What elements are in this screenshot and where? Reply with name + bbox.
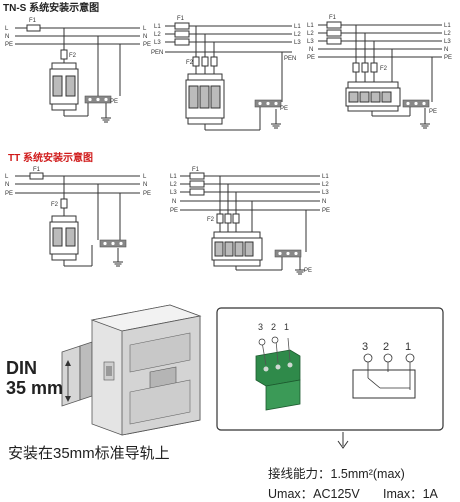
down-arrow-icon [337, 432, 349, 449]
breaker-illustration [61, 304, 202, 436]
svg-text:L3: L3 [444, 39, 451, 45]
svg-text:1: 1 [284, 322, 289, 332]
svg-text:L2: L2 [322, 182, 329, 188]
svg-text:L3: L3 [170, 190, 177, 196]
svg-text:3: 3 [362, 341, 368, 353]
svg-text:PEN: PEN [151, 50, 163, 56]
svg-text:2: 2 [383, 341, 389, 353]
svg-text:L: L [143, 174, 147, 180]
svg-text:L3: L3 [307, 39, 314, 45]
label-n: N [5, 34, 9, 40]
svg-text:N: N [322, 199, 326, 205]
svg-text:PE: PE [5, 191, 13, 197]
svg-text:1: 1 [405, 341, 411, 353]
svg-text:F2: F2 [380, 66, 388, 72]
svg-text:L1: L1 [322, 174, 329, 180]
svg-text:N: N [444, 47, 448, 53]
svg-text:PE: PE [143, 191, 151, 197]
svg-text:F2: F2 [51, 202, 59, 208]
diagram-labels: L N PE L N PE F1 F2 PE L1 L2 L3 PEN L1 L… [5, 15, 452, 274]
svg-text:L3: L3 [154, 40, 161, 46]
din-label-line2: 35 mm [6, 378, 64, 398]
label-pe: PE [5, 42, 13, 48]
svg-text:L1: L1 [307, 23, 314, 29]
svg-text:L: L [143, 26, 147, 32]
umax-spec: Umax：AC125V [268, 487, 360, 501]
svg-text:L2: L2 [444, 31, 451, 37]
svg-text:3: 3 [258, 322, 263, 332]
svg-text:PE: PE [322, 208, 330, 214]
tt-system-title: TT 系统安装示意图 [8, 153, 93, 164]
svg-text:L2: L2 [154, 32, 161, 38]
svg-text:F1: F1 [192, 167, 200, 173]
svg-text:N: N [309, 47, 313, 53]
din-label-line1: DIN [6, 358, 37, 378]
svg-text:PEN: PEN [284, 56, 296, 62]
svg-text:F2: F2 [69, 53, 77, 59]
svg-text:L1: L1 [444, 23, 451, 29]
svg-text:L: L [5, 174, 9, 180]
svg-text:PE: PE [280, 106, 288, 112]
svg-text:PE: PE [307, 55, 315, 61]
din-label: DIN 35 mm [6, 358, 63, 398]
svg-text:PE: PE [429, 109, 437, 115]
svg-text:F1: F1 [29, 18, 37, 24]
svg-text:F1: F1 [329, 15, 337, 21]
svg-text:F1: F1 [177, 16, 185, 22]
tt-diagram-1 [15, 172, 140, 267]
tns-diagram-1 [15, 24, 140, 117]
svg-text:N: N [143, 182, 147, 188]
svg-text:L2: L2 [307, 31, 314, 37]
imax-spec: Imax：1A [383, 487, 438, 501]
svg-text:L2: L2 [294, 32, 301, 38]
svg-text:PE: PE [304, 268, 312, 274]
svg-text:PE: PE [110, 99, 118, 105]
svg-text:L1: L1 [294, 24, 301, 30]
tns-system-title: TN-S 系统安装示意图 [3, 3, 100, 14]
tns-diagram-2 [165, 22, 292, 131]
svg-text:L2: L2 [170, 182, 177, 188]
tt-diagram-2 [180, 172, 320, 271]
svg-text:2: 2 [271, 322, 276, 332]
terminal-detail-box: 3 2 1 3 2 1 [216, 307, 444, 431]
svg-text:PE: PE [444, 55, 452, 61]
svg-text:L3: L3 [294, 40, 301, 46]
svg-text:N: N [5, 182, 9, 188]
tns-diagram-3 [318, 21, 442, 118]
svg-text:F2: F2 [207, 217, 215, 223]
label-l: L [5, 26, 9, 32]
svg-text:F1: F1 [33, 167, 41, 173]
svg-text:F2: F2 [186, 60, 194, 66]
svg-text:N: N [143, 34, 147, 40]
svg-text:N: N [172, 199, 176, 205]
svg-text:L1: L1 [170, 174, 177, 180]
svg-text:PE: PE [143, 42, 151, 48]
svg-text:L3: L3 [322, 190, 329, 196]
svg-text:L1: L1 [154, 24, 161, 30]
svg-text:PE: PE [170, 208, 178, 214]
wiring-capacity: 接线能力：1.5mm²(max) [268, 467, 405, 481]
install-caption: 安装在35mm标准导轨上 [8, 445, 170, 462]
